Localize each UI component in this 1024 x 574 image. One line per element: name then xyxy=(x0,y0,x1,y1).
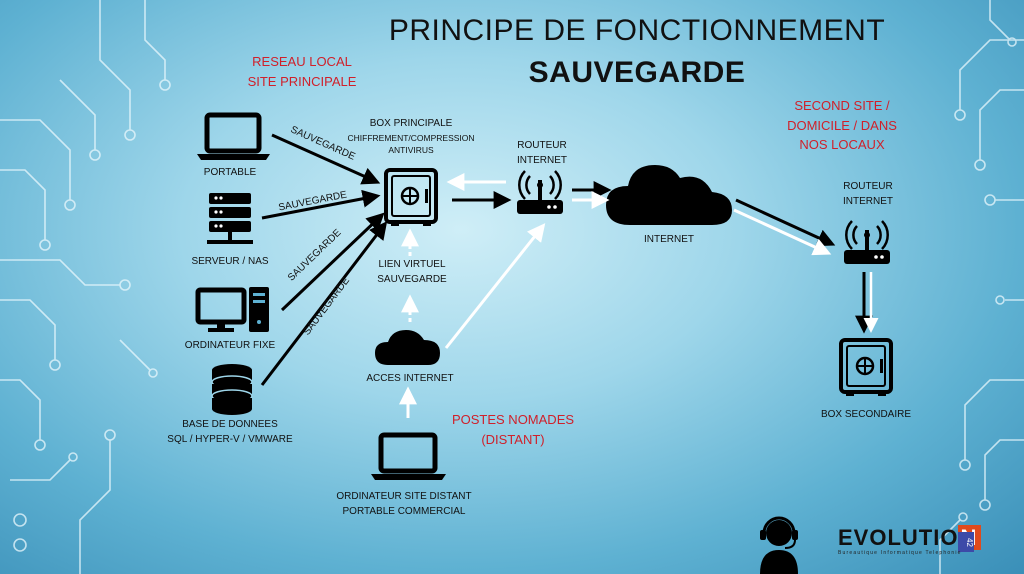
second-site-label: SECOND SITE / DOMICILE / DANS NOS LOCAUX xyxy=(787,98,897,152)
logo-number-badge: 42 xyxy=(958,532,974,552)
router-icon-second-site xyxy=(844,220,890,264)
logo-subtitle: Bureautique Informatique Telephonie xyxy=(838,550,962,556)
cloud-icon xyxy=(606,165,732,225)
remote-laptop-icon xyxy=(371,432,446,480)
acces-internet-label: ACCES INTERNET xyxy=(366,373,454,384)
support-headset-icon xyxy=(760,516,798,574)
serveur-label: SERVEUR / NAS xyxy=(191,256,269,267)
arrow-fixe-to-box xyxy=(280,212,385,312)
box-secondaire-label: BOX SECONDAIRE xyxy=(820,409,912,420)
laptop-icon xyxy=(197,112,270,160)
small-cloud-icon xyxy=(375,330,440,365)
box-principale-label: BOX PRINCIPALE CHIFFREMENT/COMPRESSION A… xyxy=(347,118,475,155)
ordinateur-fixe-label: ORDINATEUR FIXE xyxy=(184,340,276,351)
page-subtitle: SAUVEGARDE xyxy=(528,56,746,89)
database-icon xyxy=(211,364,253,415)
arrow-base-to-box xyxy=(260,221,388,386)
safe-icon-secondary xyxy=(839,338,893,396)
routeur-label: ROUTEUR INTERNET xyxy=(517,140,567,166)
router-icon xyxy=(517,170,563,214)
internet-label: INTERNET xyxy=(644,234,694,245)
ordinateur-distant-label: ORDINATEUR SITE DISTANT PORTABLE COMMERC… xyxy=(336,491,472,517)
lien-virtuel-label: LIEN VIRTUEL SAUVEGARDE xyxy=(377,259,447,285)
base-de-donnees-label: BASE DE DONNEES SQL / HYPER-V / VMWARE xyxy=(167,419,293,445)
arrow-portable-to-box xyxy=(271,133,381,185)
arrow-internet-to-router2-white xyxy=(733,208,832,256)
arrow-acces-internet-to-router xyxy=(444,223,546,349)
postes-nomades-label: POSTES NOMADES (DISTANT) xyxy=(451,412,575,447)
routeur-second-site-label: ROUTEUR INTERNET xyxy=(843,181,893,207)
page-title: PRINCIPE DE FONCTIONNEMENT xyxy=(388,14,886,47)
safe-icon xyxy=(384,168,438,226)
server-icon xyxy=(207,193,253,244)
desktop-computer-icon xyxy=(195,287,269,332)
portable-label: PORTABLE xyxy=(203,167,257,178)
site-principal-label: RESEAU LOCAL SITE PRINCIPALE xyxy=(247,54,357,89)
arrow-serveur-to-box xyxy=(261,189,381,220)
arrow-internet-to-router2 xyxy=(735,198,836,247)
